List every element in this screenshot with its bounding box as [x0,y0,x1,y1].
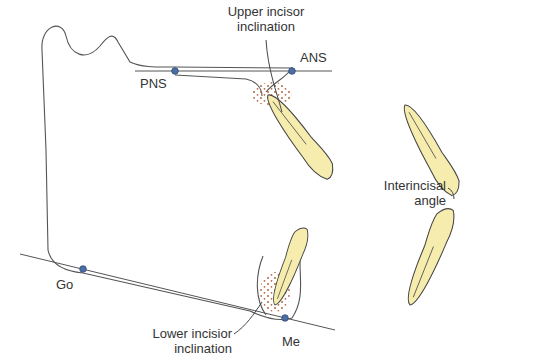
landmark-point [172,68,179,75]
upper-incisor [260,88,339,183]
lower-incisor [267,225,312,308]
mandible-outline [46,150,304,320]
interincisal-lower-tooth [399,204,459,308]
leader-line [266,40,282,112]
annotation-label: Upper incisor inclination [216,4,316,34]
landmark-label: Go [56,277,82,292]
leader-line [234,302,262,334]
annotation-label: Lower incisior inclination [128,326,232,356]
palatal-plane [135,71,332,72]
landmark-point [80,266,87,273]
landmark-label: PNS [140,76,174,91]
annotation-label: Interincisal angle [362,178,446,208]
landmark-label: Me [282,334,308,349]
landmark-point [289,68,296,75]
leader-line [448,188,454,199]
ramus-outline [42,26,175,150]
landmark-label: ANS [300,50,340,65]
landmark-point [282,315,289,322]
